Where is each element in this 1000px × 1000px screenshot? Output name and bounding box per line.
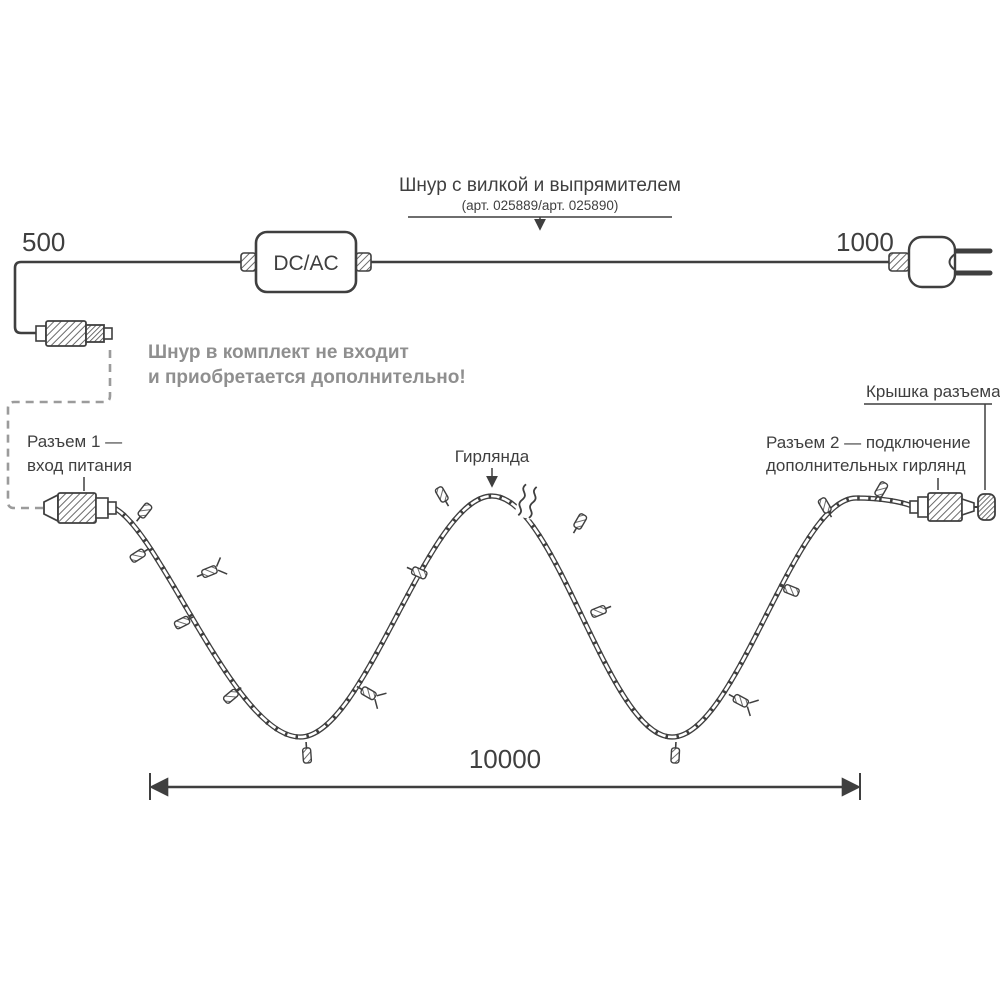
power-cord-assembly: DC/AC 500 1000 Шнур с вилкой и выпрямите… [13, 175, 993, 347]
lamp [301, 741, 313, 764]
cord-left-segment [13, 260, 244, 335]
cord-subtitle: (арт. 025889/арт. 025890) [462, 198, 619, 213]
lamp [173, 615, 195, 630]
lamp [356, 685, 387, 709]
power-plug [907, 235, 993, 289]
connector-2: Разъем 2 — подключение дополнительных ги… [766, 433, 975, 522]
connector2-label-2: дополнительных гирлянд [766, 456, 966, 475]
lamp [778, 583, 800, 597]
lamp-group [129, 481, 889, 764]
dcac-box [254, 230, 358, 294]
dcac-converter: DC/AC [254, 230, 358, 294]
lamp [590, 604, 612, 618]
plug-body [907, 235, 957, 289]
garland-wave-outline [112, 493, 913, 740]
garland-callout: Гирлянда [455, 447, 530, 488]
dcac-label: DC/AC [273, 252, 338, 275]
garland-wave-core [113, 494, 913, 739]
dimension-line: 10000 [149, 744, 861, 800]
cord-title: Шнур с вилкой и выпрямителем [399, 175, 681, 196]
strain-relief [240, 252, 257, 272]
cord-length-right: 1000 [836, 227, 894, 257]
garland-label: Гирлянда [455, 447, 530, 466]
dashed-cord-path [6, 350, 112, 510]
lamp [670, 741, 681, 764]
lamp [196, 557, 228, 579]
lamp [135, 502, 153, 522]
cap-label: Крышка разъема [866, 382, 1000, 401]
connector2-label-1: Разъем 2 — подключение [766, 433, 971, 452]
garland-wave-twist [112, 493, 913, 740]
connector1-label-2: вход питания [27, 456, 132, 475]
garland-wire [112, 481, 913, 764]
cord-connector [35, 320, 113, 347]
lamp [817, 497, 833, 518]
lamp [728, 693, 759, 717]
connector-cap: Крышка разъема [864, 382, 1000, 521]
lamp [129, 547, 150, 563]
total-length-label: 10000 [469, 744, 541, 774]
dashed-extension-cord: Шнур в комплект не входит и приобретаетс… [6, 342, 466, 510]
lamp [434, 486, 450, 507]
connector1-label-1: Разъем 1 — [27, 432, 122, 451]
cord-length-left: 500 [22, 227, 65, 257]
connector-1: Разъем 1 — вход питания [27, 432, 132, 524]
lamp [222, 687, 242, 704]
strain-relief [355, 252, 372, 272]
plug-waist [948, 253, 956, 271]
lamp [572, 513, 588, 534]
cap-body [977, 493, 996, 521]
lamp [873, 481, 889, 502]
not-included-note-2: и приобретается дополнительно! [148, 367, 466, 388]
cord-callout: Шнур с вилкой и выпрямителем (арт. 02588… [399, 175, 681, 231]
break-symbol [514, 482, 540, 520]
not-included-note-1: Шнур в комплект не входит [148, 342, 409, 363]
lamp [406, 566, 428, 580]
